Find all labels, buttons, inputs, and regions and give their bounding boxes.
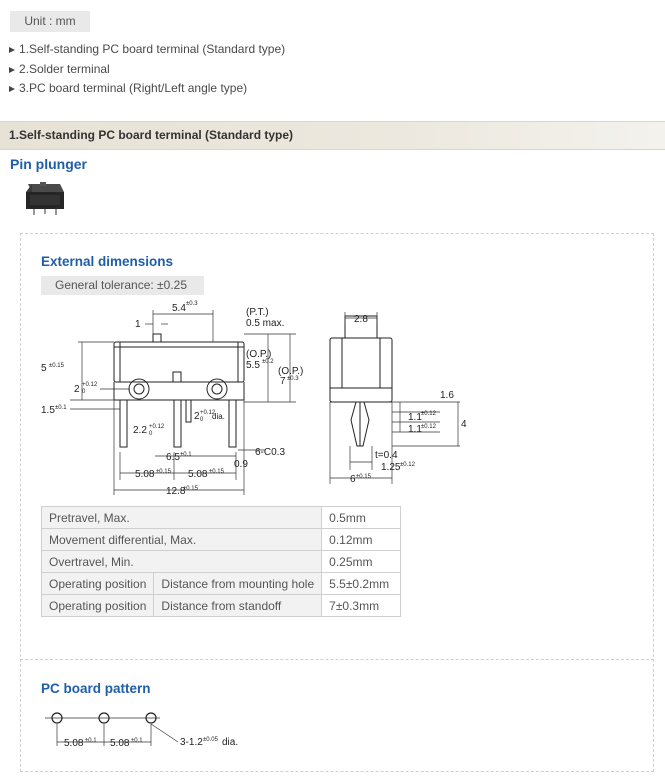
anchor-link-label[interactable]: 1.Self-standing PC board terminal (Stand… <box>19 42 286 56</box>
pcb-hole-3 <box>145 712 157 724</box>
spec-sublabel: Distance from mounting hole <box>153 572 323 595</box>
svg-text:1.25: 1.25 <box>381 462 401 473</box>
anchor-link-list: 1.Self-standing PC board terminal (Stand… <box>9 41 285 100</box>
svg-text:7: 7 <box>280 376 286 387</box>
anchor-link-label[interactable]: 2.Solder terminal <box>19 61 110 76</box>
svg-text:4: 4 <box>461 419 467 430</box>
svg-text:3-1.2: 3-1.2 <box>180 737 203 748</box>
svg-text:±0.12: ±0.12 <box>421 424 437 430</box>
svg-text:12.8: 12.8 <box>166 486 186 497</box>
svg-text:(O.P.): (O.P.) <box>246 349 271 360</box>
table-row: Operating position Distance from standof… <box>40 594 402 617</box>
triangle-bullet-icon <box>9 47 15 53</box>
svg-text:+0.12: +0.12 <box>82 382 98 388</box>
section-header: 1.Self-standing PC board terminal (Stand… <box>0 121 665 150</box>
external-dimensions-title: External dimensions <box>41 254 174 269</box>
svg-text:dia.: dia. <box>222 737 238 748</box>
dim-label: 5.4 <box>172 303 186 314</box>
svg-text:±0.12: ±0.12 <box>421 411 437 417</box>
svg-text:2.8: 2.8 <box>354 314 368 325</box>
anchor-link-solder[interactable]: 2.Solder terminal <box>9 61 285 81</box>
svg-text:(O.P.): (O.P.) <box>278 366 303 377</box>
svg-text:dia.: dia. <box>212 412 225 421</box>
product-photo <box>26 182 64 215</box>
svg-text:±0.15: ±0.15 <box>356 474 372 480</box>
dimensions-panel <box>20 233 654 772</box>
spec-label: Movement differential, Max. <box>40 528 323 551</box>
svg-text:(P.T.): (P.T.) <box>246 307 269 318</box>
spec-sublabel: Distance from standoff <box>153 594 323 617</box>
spec-value: 7±0.3mm <box>321 594 402 617</box>
svg-text:t=0.4: t=0.4 <box>375 450 398 461</box>
svg-text:±0.1: ±0.1 <box>131 738 143 744</box>
svg-text:6.5: 6.5 <box>166 452 180 463</box>
svg-text:1.5: 1.5 <box>41 405 55 416</box>
table-row: Pretravel, Max. 0.5mm <box>40 506 402 529</box>
general-tolerance-label: General tolerance: ±0.25 <box>41 276 204 295</box>
spec-value: 0.5mm <box>321 506 402 529</box>
svg-text:0.9: 0.9 <box>234 459 248 470</box>
svg-text:±0.1: ±0.1 <box>180 452 192 458</box>
section-title: 1.Self-standing PC board terminal (Stand… <box>9 128 294 142</box>
spec-table: Pretravel, Max. 0.5mm Movement different… <box>40 506 402 617</box>
svg-text:6-C0.3: 6-C0.3 <box>255 447 285 458</box>
svg-text:5: 5 <box>41 363 47 374</box>
side-body-outline <box>329 337 393 403</box>
svg-text:5.08: 5.08 <box>135 469 155 480</box>
actuator-title: Pin plunger <box>10 156 87 172</box>
spec-label: Operating position <box>40 594 155 617</box>
svg-text:±0.3: ±0.3 <box>287 376 299 382</box>
spec-value: 5.5±0.2mm <box>321 572 402 595</box>
triangle-bullet-icon <box>9 86 15 92</box>
pcb-hole-2 <box>98 712 110 724</box>
svg-text:5.08: 5.08 <box>110 738 130 749</box>
anchor-link-standard[interactable]: 1.Self-standing PC board terminal (Stand… <box>9 41 285 61</box>
svg-text:5.08: 5.08 <box>64 738 84 749</box>
spec-label: Overtravel, Min. <box>40 550 323 573</box>
svg-text:±0.3: ±0.3 <box>186 301 198 307</box>
spec-label: Operating position <box>40 572 155 595</box>
svg-text:±0.05: ±0.05 <box>203 737 219 743</box>
svg-text:+0.12: +0.12 <box>149 424 165 430</box>
spec-value: 0.25mm <box>321 550 402 573</box>
svg-text:±0.1: ±0.1 <box>55 405 67 411</box>
svg-text:+0.12: +0.12 <box>200 410 216 416</box>
svg-text:±0.1: ±0.1 <box>85 738 97 744</box>
spec-value: 0.12mm <box>321 528 402 551</box>
svg-text:±0.15: ±0.15 <box>183 486 199 492</box>
table-row: Overtravel, Min. 0.25mm <box>40 550 402 573</box>
pc-board-title: PC board pattern <box>41 681 151 696</box>
svg-text:0: 0 <box>200 417 204 423</box>
svg-text:1.6: 1.6 <box>440 390 454 401</box>
svg-text:±0.2: ±0.2 <box>262 359 274 365</box>
spec-label: Pretravel, Max. <box>40 506 323 529</box>
anchor-link-label[interactable]: 3.PC board terminal (Right/Left angle ty… <box>19 81 248 95</box>
front-body-outline <box>113 341 245 383</box>
table-row: Operating position Distance from mountin… <box>40 572 402 595</box>
svg-text:1: 1 <box>135 319 141 330</box>
svg-text:0: 0 <box>149 431 153 437</box>
svg-text:±0.12: ±0.12 <box>400 462 416 468</box>
table-row: Movement differential, Max. 0.12mm <box>40 528 402 551</box>
svg-text:5.08: 5.08 <box>188 469 208 480</box>
svg-text:2.2: 2.2 <box>133 425 147 436</box>
svg-text:±0.15: ±0.15 <box>49 363 65 369</box>
panel-divider <box>20 659 654 660</box>
svg-text:2: 2 <box>74 384 80 395</box>
svg-text:2: 2 <box>194 411 200 422</box>
svg-text:6: 6 <box>350 474 356 485</box>
svg-text:±0.15: ±0.15 <box>209 469 225 475</box>
anchor-link-angle[interactable]: 3.PC board terminal (Right/Left angle ty… <box>9 80 285 100</box>
pcb-hole-1 <box>51 712 63 724</box>
svg-text:±0.15: ±0.15 <box>156 469 172 475</box>
svg-text:0.5 max.: 0.5 max. <box>246 318 284 329</box>
svg-text:5.5: 5.5 <box>246 360 260 371</box>
unit-label: Unit : mm <box>10 11 90 32</box>
svg-text:1.1: 1.1 <box>408 412 422 423</box>
svg-text:0: 0 <box>82 389 86 395</box>
triangle-bullet-icon <box>9 66 15 73</box>
svg-text:1.1: 1.1 <box>408 424 422 435</box>
